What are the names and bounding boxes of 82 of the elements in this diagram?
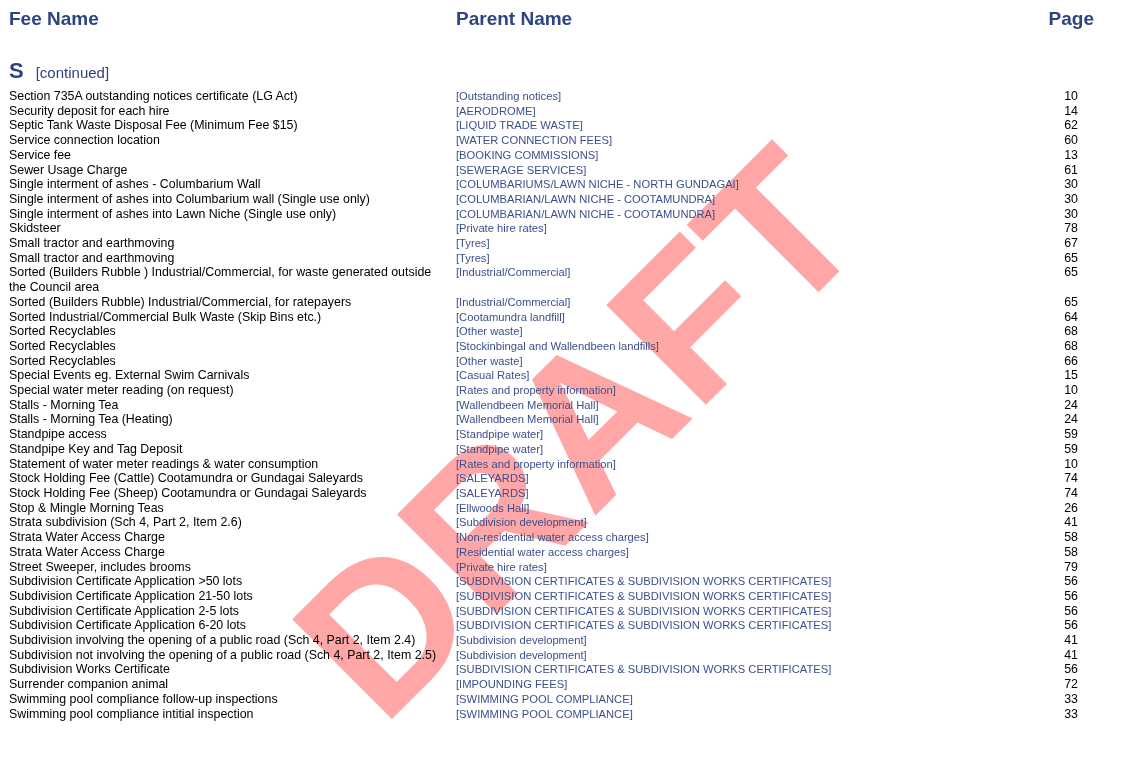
fee-name: Special Events eg. External Swim Carnivals xyxy=(9,368,250,383)
fee-name: Sorted Recyclables xyxy=(9,353,116,368)
page-number: 56 xyxy=(1064,574,1078,589)
page-number: 74 xyxy=(1064,486,1078,500)
fee-name: Sorted Recyclables xyxy=(9,324,116,339)
page-number: 65 xyxy=(1064,294,1078,309)
fee-name: Standpipe access xyxy=(9,427,107,442)
page-number: 41 xyxy=(1064,647,1078,662)
fee-name: Stalls - Morning Tea xyxy=(9,397,119,412)
page-number: 30 xyxy=(1064,191,1078,206)
page-number: 61 xyxy=(1064,162,1078,177)
fee-name: Street Sweeper, includes brooms xyxy=(9,559,191,574)
page-number: 67 xyxy=(1064,236,1078,251)
parent-name: [AERODROME] xyxy=(456,104,536,117)
page-number: 58 xyxy=(1064,530,1078,545)
page-number: 74 xyxy=(1064,471,1078,486)
fee-name: Service fee xyxy=(9,147,71,162)
page-number: 10 xyxy=(1064,383,1078,398)
fee-name: Strata Water Access Charge xyxy=(9,544,165,559)
fee-name: Septic Tank Waste Disposal Fee (Minimum Fee $15) xyxy=(9,118,298,133)
column-header: Parent Name xyxy=(456,8,573,30)
fee-name: Service connection location xyxy=(9,133,160,148)
page-number: 68 xyxy=(1064,324,1078,339)
column-header: Fee Name xyxy=(9,8,99,30)
fee-name: Subdivision Works Certificate xyxy=(9,662,170,677)
page-number: 56 xyxy=(1064,588,1078,603)
page-number: 65 xyxy=(1064,250,1078,265)
fee-name: Subdivision Certificate Application 2-5 lots xyxy=(9,603,240,618)
fee-name: Stalls - Morning Tea (Heating) xyxy=(9,412,173,427)
fee-name: Small tractor and earthmoving xyxy=(9,236,175,251)
page-number: 15 xyxy=(1064,368,1078,383)
page-number: 78 xyxy=(1064,221,1078,236)
fee-name: Strata subdivision (Sch 4, Part 2, Item 2.6) xyxy=(9,515,242,530)
page-number: 10 xyxy=(1064,456,1078,471)
fee-name: Single interment of ashes - Columbarium Wall xyxy=(9,177,261,192)
page-number: 13 xyxy=(1064,147,1078,162)
fee-name: Sewer Usage Charge xyxy=(9,162,128,177)
page-number: 59 xyxy=(1064,427,1078,442)
parent-name: [LIQUID TRADE WASTE] xyxy=(456,119,583,132)
page-number: 72 xyxy=(1064,677,1078,692)
fee-name: Special water meter reading (on request) xyxy=(9,383,234,398)
fee-name: Sorted Recyclables xyxy=(9,338,116,353)
parent-name: [Outstanding notices] xyxy=(456,90,562,102)
page-number: 30 xyxy=(1064,177,1078,192)
page-number: 56 xyxy=(1064,662,1078,677)
fee-name: Security deposit for each hire xyxy=(9,103,170,118)
fee-name: Skidsteer xyxy=(9,221,61,236)
page-number: 68 xyxy=(1064,338,1078,353)
page-number: 65 xyxy=(1064,265,1078,280)
page-number: 62 xyxy=(1064,118,1078,133)
fee-name: Subdivision Certificate Application 6-20 lots xyxy=(9,618,246,633)
page-number: 26 xyxy=(1064,500,1078,515)
page-number: 41 xyxy=(1064,633,1078,647)
page-number: 30 xyxy=(1064,206,1078,221)
fee-name: Swimming pool compliance follow-up inspections xyxy=(9,691,278,706)
page-number: 41 xyxy=(1064,515,1078,530)
fee-name: Surrender companion animal xyxy=(9,677,169,692)
fee-name: Stop & Mingle Morning Teas xyxy=(9,500,164,515)
continued-note: [continued] xyxy=(35,64,110,81)
page-number: 66 xyxy=(1064,353,1078,368)
page-number: 59 xyxy=(1064,441,1078,456)
column-header: Page xyxy=(1048,8,1094,30)
page-number: 33 xyxy=(1064,706,1078,721)
fee-name: Swimming pool compliance intitial inspection xyxy=(9,706,254,721)
fee-name: Strata Water Access Charge xyxy=(9,530,165,545)
fee-name: Small tractor and earthmoving xyxy=(9,250,175,265)
page-number: 58 xyxy=(1064,544,1078,559)
section-letter: S xyxy=(9,58,24,84)
page-number: 56 xyxy=(1064,618,1078,633)
page-number: 24 xyxy=(1064,397,1078,412)
page-number: 10 xyxy=(1064,89,1078,103)
fee-name: Section 735A outstanding notices certificate (LG Act) xyxy=(9,89,298,103)
page-number: 33 xyxy=(1064,691,1078,706)
page-number: 24 xyxy=(1064,412,1078,427)
fee-name: Subdivision Certificate Application >50 lots xyxy=(9,574,243,589)
fee-name: Standpipe Key and Tag Deposit xyxy=(9,441,183,456)
page-number: 60 xyxy=(1064,133,1078,148)
page-number: 14 xyxy=(1064,103,1078,118)
page-number: 56 xyxy=(1064,603,1078,618)
page-number: 64 xyxy=(1064,309,1078,324)
page-number: 79 xyxy=(1064,559,1078,574)
fee-name: Subdivision Certificate Application 21-50 lots xyxy=(9,588,253,603)
